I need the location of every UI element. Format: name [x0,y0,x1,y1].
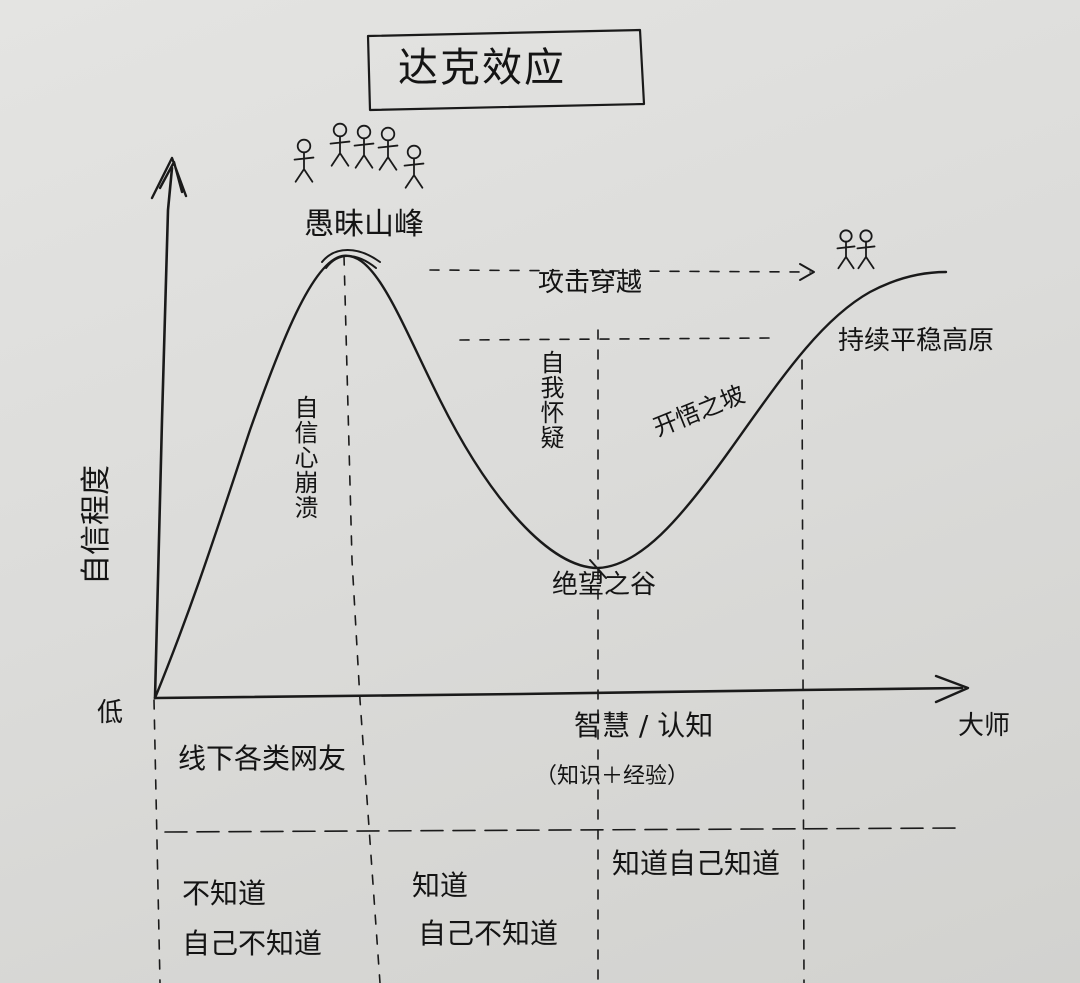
stick-figure-icon [403,144,425,189]
stick-figure-icon [353,124,375,169]
peak-label: 愚昧山峰 [304,207,424,242]
peak-stick-figures [293,122,425,189]
self-doubt-label: 自我怀疑 [536,350,564,450]
stick-figure-icon [836,229,856,270]
x-axis-high-label: 大师 [958,711,1011,741]
y-axis [153,166,174,700]
guide-arrowhead [799,263,815,281]
stage3-top-label: 智慧 / 认知 [574,709,714,742]
guide-plateau-arrow [429,269,811,273]
x-axis [153,686,964,700]
slope-label: 攻击穿越 [538,268,643,298]
stage3-sub-label: （知识＋经验） [535,764,690,789]
stage1-bottom-line1: 不知道 [182,877,267,910]
guide-mid [459,337,771,341]
stage2-bottom-line1: 知道 [412,869,469,902]
diagram-title: 达克效应 [398,45,566,91]
y-axis-label: 自信程度 [79,465,114,585]
valley-label: 绝望之谷 [552,570,657,600]
divider-plateau [801,359,805,983]
x-axis-arrowhead [934,674,970,704]
y-axis-arrowhead [150,156,188,200]
stage1-bottom-line2: 自己不知道 [182,927,323,960]
divider-peak [343,255,381,983]
table-divider [164,827,961,833]
stage1-top-label: 线下各类网友 [178,742,347,775]
descent-label: 自信心崩溃 [290,395,318,520]
stage3-bottom-line1: 知道自己知道 [612,847,781,880]
dunning-kruger-curve [153,254,948,700]
divider-left [153,699,161,983]
title-box [366,28,646,112]
stage2-bottom-line2: 自己不知道 [418,917,559,950]
stick-figure-icon [856,229,876,270]
plateau-label: 持续平稳高原 [838,326,995,356]
y-axis-low-label: 低 [97,698,124,728]
stick-figure-icon [329,122,351,167]
peak-cap [321,249,381,269]
stick-figure-icon [377,126,399,171]
plateau-stick-figures [836,229,876,270]
stick-figure-icon [293,138,315,183]
valley-mark [589,559,607,579]
